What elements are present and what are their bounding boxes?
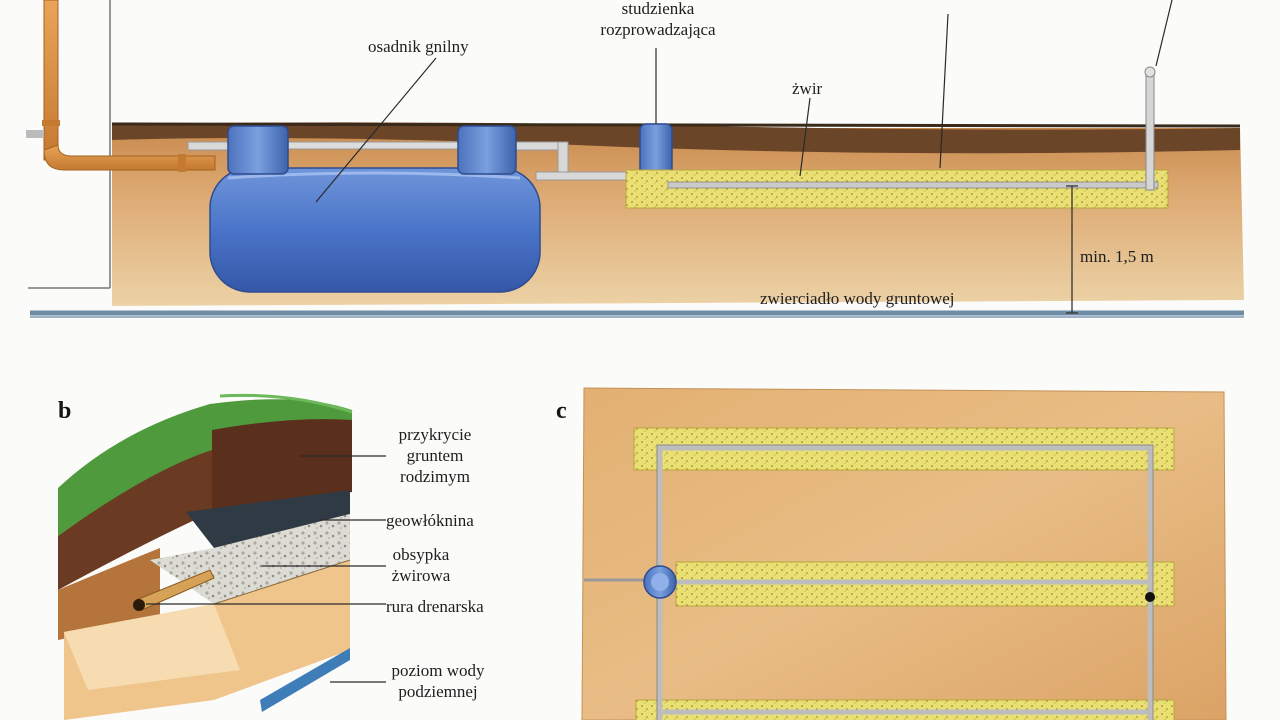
label-cover-line3: rodzimym: [400, 467, 470, 486]
label-cover: przykrycie gruntem rodzimym: [380, 424, 490, 487]
leader-lines-b: [146, 455, 386, 683]
panel-b-block: [58, 393, 353, 720]
label-groundwater-level-line2: podziemnej: [398, 682, 478, 701]
label-distribution-well-line2: rozprowadzająca: [600, 20, 716, 39]
label-gravel: żwir: [792, 79, 823, 98]
depth-dimension: [1066, 185, 1078, 314]
label-gravel-bed-line2: żwirowa: [391, 566, 451, 585]
gravel-bed: [625, 169, 1169, 209]
label-geotextile: geowłóknina: [386, 511, 474, 530]
label-distribution-well-line1: studzienka: [621, 0, 695, 18]
label-cover-line1: przykrycie: [398, 425, 472, 444]
label-groundwater-level: poziom wody podziemnej: [380, 660, 496, 702]
house-sewer-pipe: [26, 0, 216, 172]
panel-c-plan: [581, 387, 1227, 720]
label-groundwater-level-line1: poziom wody: [391, 661, 485, 680]
label-gravel-bed-line1: obsypka: [392, 545, 450, 564]
groundwater-line: [30, 310, 1244, 318]
label-groundwater-table: zwierciadło wody gruntowej: [760, 289, 955, 308]
label-septic-tank: osadnik gnilny: [368, 37, 469, 56]
house-wall: [28, 0, 111, 289]
septic-tank: [209, 125, 541, 293]
label-min-depth: min. 1,5 m: [1080, 247, 1154, 266]
panel-b-letter: b: [58, 398, 72, 424]
label-gravel-bed: obsypka żwirowa: [376, 544, 466, 586]
panel-c-letter: c: [556, 398, 567, 424]
label-cover-line2: gruntem: [406, 446, 464, 465]
vent-pipe: [1144, 66, 1156, 191]
label-drain-pipe: rura drenarska: [386, 597, 484, 616]
leader-lines-a: [315, 0, 1173, 203]
label-distribution-well: studzienka rozprowadzająca: [590, 0, 726, 40]
